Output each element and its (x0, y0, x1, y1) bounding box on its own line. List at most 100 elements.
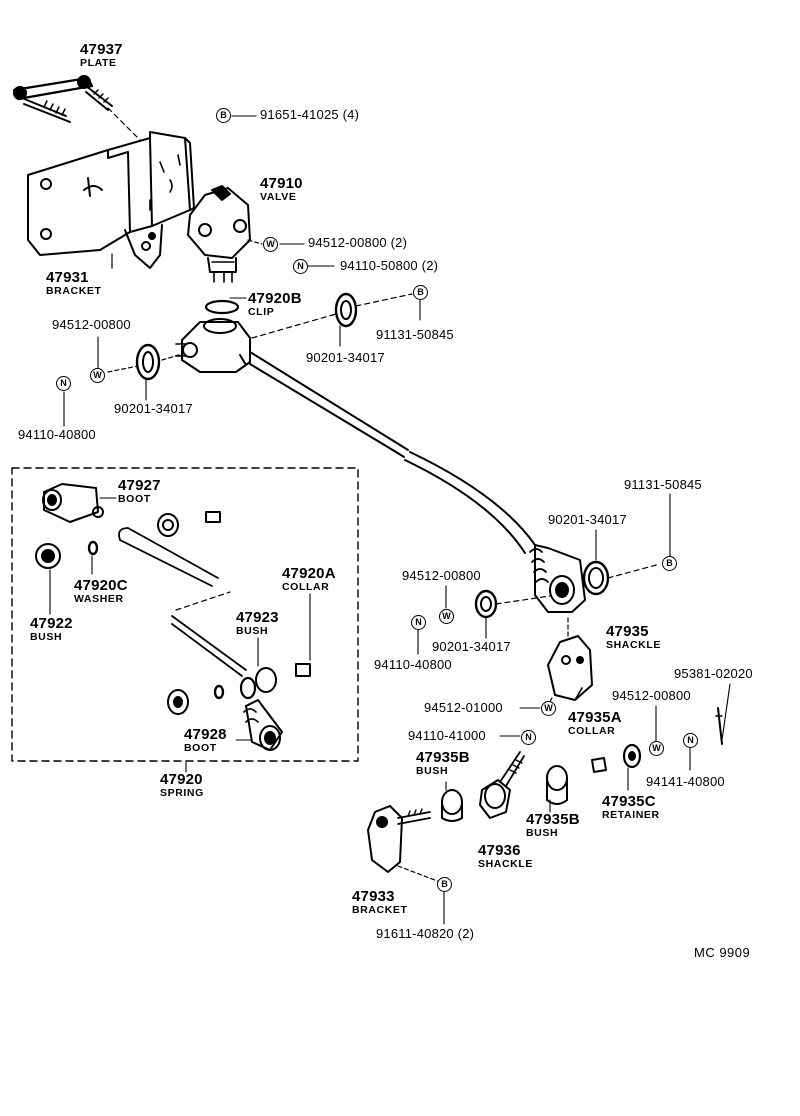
label-47937: 47937 PLATE (80, 42, 123, 69)
shackle-47935 (547, 617, 593, 706)
part-number: 94110-41000 (408, 728, 486, 743)
part-number: 94512-00800 (402, 568, 481, 583)
hardware-badge-n: N (683, 733, 698, 748)
shackle-hardware (546, 707, 723, 805)
label-47910: 47910 VALVE (260, 176, 303, 203)
part-number: 91651-41025 (4) (260, 107, 360, 122)
label-47920c: 47920C WASHER (74, 578, 128, 605)
part-id: 47910 (260, 175, 303, 192)
part-description: COLLAR (282, 581, 330, 593)
part-description: BOOT (118, 493, 151, 505)
part-number: 94512-00800 (2) (308, 235, 408, 250)
hardware-badge-b: B (216, 108, 231, 123)
part-description: BUSH (30, 631, 63, 643)
part-id: 47935A (568, 709, 622, 726)
part-id: 47935C (602, 793, 656, 810)
hardware-badge-n: N (56, 376, 71, 391)
hardware-badge-w: W (263, 237, 278, 252)
part-id: 47920B (248, 290, 302, 307)
hardware-badge-w: W (541, 701, 556, 716)
part-id: 47922 (30, 615, 73, 632)
spring-assembly-box (11, 467, 359, 762)
part-id: 47927 (118, 477, 161, 494)
part-description: BUSH (416, 765, 449, 777)
valve-47910 (187, 185, 263, 283)
part-number: 91611-40820 (2) (376, 926, 475, 941)
part-id: 47920A (282, 565, 336, 582)
hardware-badge-b: B (413, 285, 428, 300)
label-47935b-lower: 47935B BUSH (526, 812, 580, 839)
part-description: CLIP (248, 306, 275, 318)
label-47935c: 47935C RETAINER (602, 794, 660, 821)
part-description: SHACKLE (606, 639, 661, 651)
part-description: COLLAR (568, 725, 616, 737)
hardware-badge-w: W (649, 741, 664, 756)
part-id: 47931 (46, 269, 89, 286)
part-id: 47937 (80, 41, 123, 58)
label-47920a: 47920A COLLAR (282, 566, 336, 593)
part-id: 47935B (526, 811, 580, 828)
part-number: 94512-01000 (424, 700, 503, 715)
part-description: BUSH (236, 625, 269, 637)
part-number: 90201-34017 (432, 639, 511, 654)
control-cable (249, 351, 536, 554)
bracket-47933 (367, 805, 441, 883)
shackle-47936 (441, 751, 525, 822)
illustration-code: MC 9909 (694, 945, 751, 960)
clip-and-connector (175, 299, 251, 373)
part-id: 47923 (236, 609, 279, 626)
washers-left (107, 292, 413, 381)
part-description: BUSH (526, 827, 559, 839)
label-47931: 47931 BRACKET (46, 270, 102, 297)
part-number: 90201-34017 (114, 401, 193, 416)
part-number: 94110-50800 (2) (340, 258, 439, 273)
label-47935: 47935 SHACKLE (606, 624, 661, 651)
bracket-47931 (27, 131, 195, 269)
part-id: 47936 (478, 842, 521, 859)
label-47920: 47920 SPRING (160, 772, 204, 799)
part-id: 47928 (184, 726, 227, 743)
hardware-badge-n: N (521, 730, 536, 745)
label-47920b: 47920B CLIP (248, 291, 302, 318)
part-description: WASHER (74, 593, 124, 605)
part-description: BRACKET (352, 904, 408, 916)
part-description: VALVE (260, 191, 297, 203)
part-number: 94141-40800 (646, 774, 725, 789)
part-description: BRACKET (46, 285, 102, 297)
hardware-badge-w: W (439, 609, 454, 624)
hardware-badge-b: B (662, 556, 677, 571)
hardware-badge-b: B (437, 877, 452, 892)
label-47936: 47936 SHACKLE (478, 843, 533, 870)
label-47928: 47928 BOOT (184, 727, 227, 754)
part-id: 47933 (352, 888, 395, 905)
part-description: SPRING (160, 787, 204, 799)
part-id: 47920C (74, 577, 128, 594)
label-47922: 47922 BUSH (30, 616, 73, 643)
part-number: 90201-34017 (548, 512, 627, 527)
spring-assembly-parts (35, 483, 311, 751)
label-47923: 47923 BUSH (236, 610, 279, 637)
part-number: 91131-50845 (624, 477, 702, 492)
part-description: PLATE (80, 57, 117, 69)
label-47927: 47927 BOOT (118, 478, 161, 505)
part-description: BOOT (184, 742, 217, 754)
part-number: 95381-02020 (674, 666, 753, 681)
part-id: 47920 (160, 771, 203, 788)
part-id: 47935B (416, 749, 470, 766)
label-47935a: 47935A COLLAR (568, 710, 622, 737)
part-number: 90201-34017 (306, 350, 385, 365)
washers-right (474, 563, 661, 619)
leader-lines (49, 115, 731, 925)
part-description: SHACKLE (478, 858, 533, 870)
part-number: 94512-00800 (612, 688, 691, 703)
part-number: 94512-00800 (52, 317, 131, 332)
hardware-badge-n: N (411, 615, 426, 630)
hardware-badge-w: W (90, 368, 105, 383)
part-description: RETAINER (602, 809, 660, 821)
part-number: 94110-40800 (374, 657, 452, 672)
cable-end-boot (529, 544, 610, 613)
label-47935b-upper: 47935B BUSH (416, 750, 470, 777)
hardware-badge-n: N (293, 259, 308, 274)
